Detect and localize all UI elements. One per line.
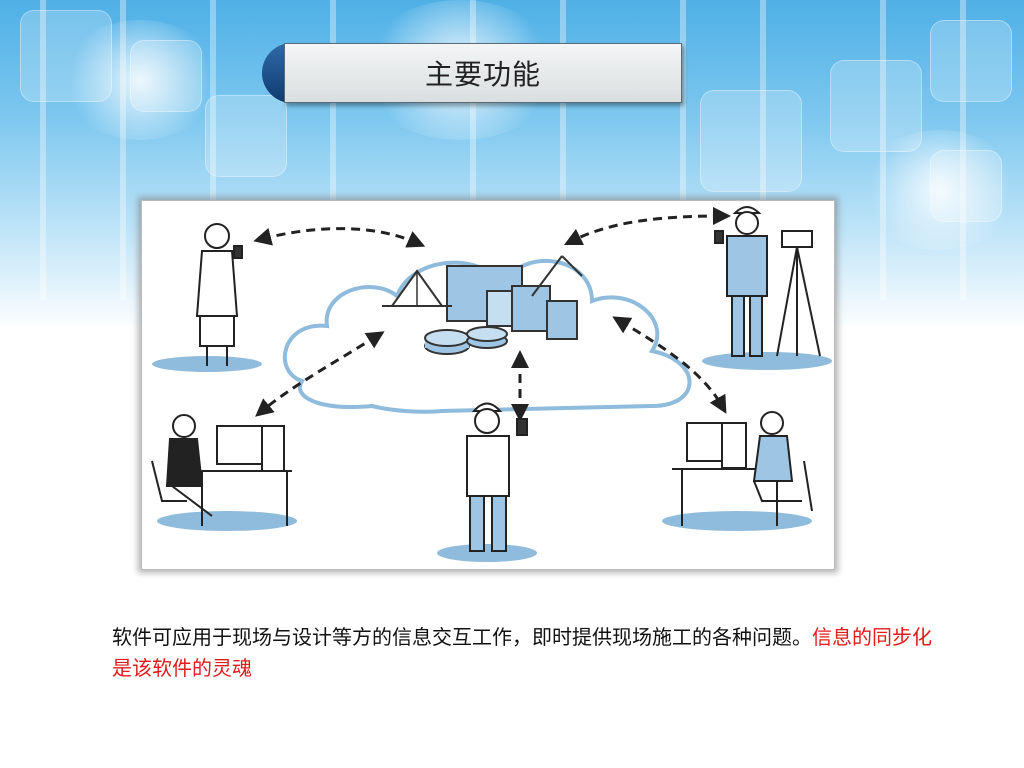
surveyor-person-icon <box>714 206 821 357</box>
engineer-at-desk-icon <box>672 411 813 526</box>
arrow-owner-cloud <box>253 227 426 248</box>
background-glow <box>860 130 1020 250</box>
background-glow <box>60 20 220 140</box>
background-stripe <box>560 0 566 300</box>
background-tile <box>930 20 1012 102</box>
shadow <box>702 352 832 370</box>
background-tile <box>205 95 287 177</box>
arrow-surveyor-cloud <box>563 207 731 246</box>
shadow <box>157 511 297 531</box>
background-stripe <box>40 0 46 300</box>
city-buildings-icon <box>382 255 583 355</box>
caption-text: 软件可应用于现场与设计等方的信息交互工作，即时提供现场施工的各种问题。 <box>112 625 812 649</box>
background-stripe <box>210 0 216 300</box>
background-stripe <box>680 0 686 300</box>
slide-title: 主要功能 <box>424 58 541 91</box>
background-tile <box>700 90 802 192</box>
collaboration-illustration <box>151 206 832 562</box>
sync-arrows <box>253 207 731 422</box>
background-stripe <box>760 0 766 300</box>
background-stripe <box>470 0 476 300</box>
owner-person-icon <box>195 223 243 366</box>
shadow <box>662 511 812 531</box>
caption-highlight: 信息的同步化是该软件的灵魂 <box>112 625 932 680</box>
background-stripe <box>120 0 126 300</box>
illustration-frame <box>141 200 835 570</box>
arrow-designer-cloud <box>255 331 385 417</box>
background-stripe <box>330 0 336 300</box>
designer-at-desk-icon <box>151 414 292 526</box>
shadow <box>437 544 537 562</box>
title-box: 主要功能 <box>284 43 682 103</box>
site-worker-person-icon <box>466 402 528 552</box>
title-tab: 主要功能 <box>262 43 682 103</box>
arrow-engineer-cloud <box>612 316 727 414</box>
slide-caption: 软件可应用于现场与设计等方的信息交互工作，即时提供现场施工的各种问题。信息的同步… <box>112 622 932 684</box>
